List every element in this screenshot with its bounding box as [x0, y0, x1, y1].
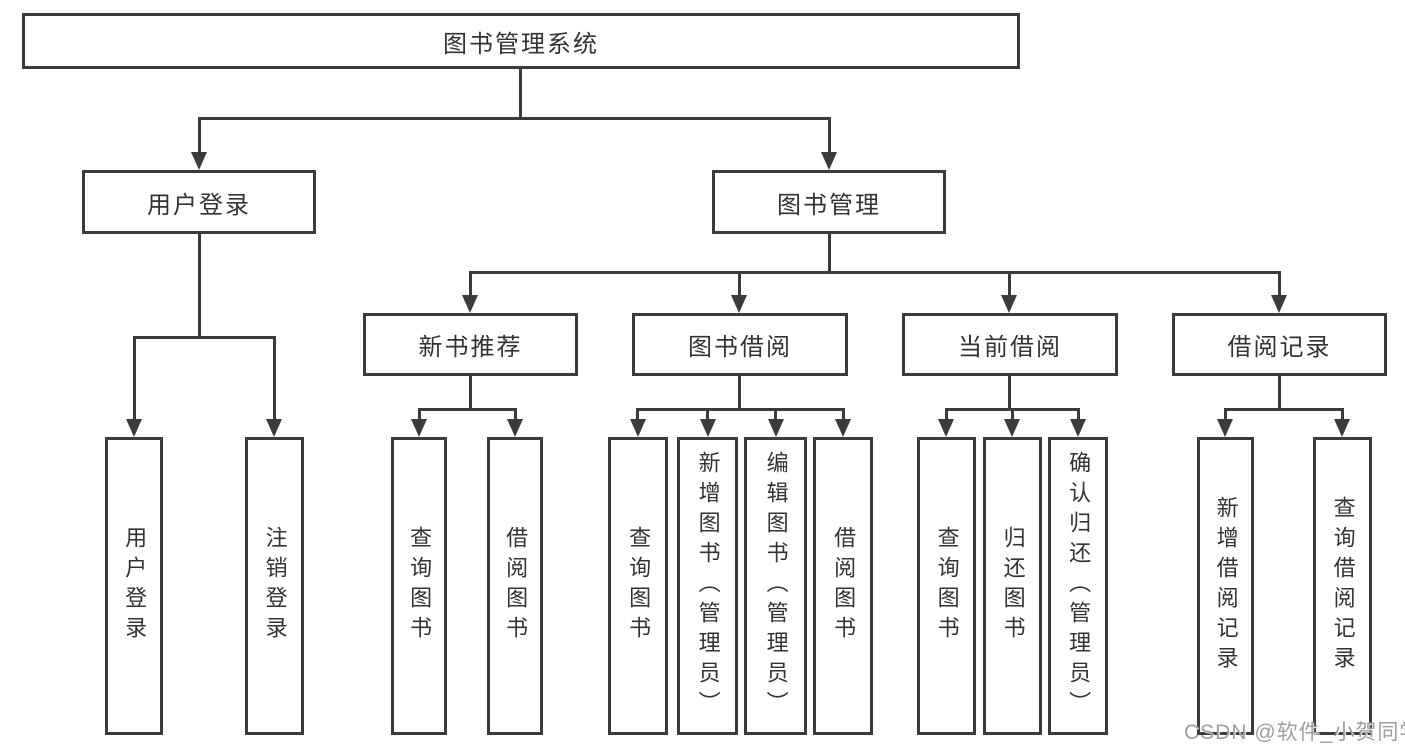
- connector-line: [738, 376, 741, 408]
- leaf-borrow-books-recommend: 借阅图书: [487, 437, 543, 735]
- arrow-down-icon: [835, 419, 851, 437]
- node-label: 归还图书: [1000, 526, 1026, 646]
- node-label: 用户登录: [147, 191, 251, 219]
- node-label: 查询借阅记录: [1330, 496, 1356, 676]
- connector-line: [842, 408, 845, 420]
- connector-line: [469, 271, 472, 296]
- arrow-down-icon: [266, 419, 282, 437]
- connector-line: [1278, 376, 1281, 408]
- node-book-management: 图书管理: [712, 170, 946, 234]
- node-label: 查询图书: [407, 526, 433, 646]
- watermark: CSDN @软件_小贺同学: [1184, 721, 1405, 744]
- connector-line: [706, 408, 709, 420]
- leaf-query-borrow-record: 查询借阅记录: [1313, 437, 1372, 735]
- node-label: 编辑图书（管理员）: [763, 451, 789, 721]
- node-label: 用户登录: [122, 526, 148, 646]
- connector-line: [945, 408, 948, 420]
- connector-line: [514, 408, 517, 420]
- arrow-down-icon: [821, 152, 837, 170]
- connector-line: [738, 271, 741, 296]
- connector-line: [198, 117, 201, 153]
- node-label: 新书推荐: [418, 334, 523, 361]
- node-label: 借阅记录: [1227, 334, 1332, 361]
- arrow-down-icon: [1001, 295, 1017, 313]
- leaf-logout: 注销登录: [245, 437, 304, 735]
- connector-line: [418, 408, 517, 411]
- connector-line: [1011, 408, 1014, 420]
- arrow-down-icon: [191, 152, 207, 170]
- arrow-down-icon: [1217, 419, 1233, 437]
- leaf-borrow-books: 借阅图书: [813, 437, 873, 735]
- node-label: 注销登录: [262, 526, 288, 646]
- connector-line: [828, 234, 831, 271]
- connector-line: [1278, 271, 1281, 296]
- connector-line: [198, 233, 201, 336]
- leaf-query-books-recommend: 查询图书: [391, 437, 447, 735]
- connector-line: [133, 336, 276, 339]
- node-label: 新增图书（管理员）: [695, 451, 721, 721]
- leaf-query-books-borrowing: 查询图书: [608, 437, 668, 735]
- arrow-down-icon: [1004, 419, 1020, 437]
- arrow-down-icon: [1070, 419, 1086, 437]
- node-label: 借阅图书: [831, 526, 857, 646]
- leaf-edit-book-admin: 编辑图书（管理员）: [744, 437, 807, 735]
- arrow-down-icon: [507, 419, 523, 437]
- connector-line: [133, 336, 136, 419]
- node-label: 图书管理系统: [443, 30, 599, 58]
- leaf-confirm-return-admin: 确认归还（管理员）: [1048, 437, 1108, 735]
- node-label: 当前借阅: [958, 334, 1062, 361]
- leaf-query-books-current: 查询图书: [917, 437, 976, 735]
- node-current-borrowing: 当前借阅: [902, 313, 1118, 376]
- arrow-down-icon: [462, 295, 478, 313]
- connector-line: [636, 408, 844, 411]
- arrow-down-icon: [938, 419, 954, 437]
- arrow-down-icon: [731, 295, 747, 313]
- node-label: 借阅图书: [503, 526, 529, 646]
- connector-line: [774, 408, 777, 420]
- connector-line: [273, 336, 276, 419]
- connector-line: [1224, 408, 1227, 420]
- node-borrowing-records: 借阅记录: [1172, 313, 1387, 376]
- node-label: 确认归还（管理员）: [1066, 451, 1092, 721]
- leaf-user-login: 用户登录: [105, 437, 163, 735]
- node-label: 查询图书: [626, 526, 652, 646]
- connector-line: [1341, 408, 1344, 420]
- arrow-down-icon: [411, 419, 427, 437]
- node-library-system: 图书管理系统: [22, 13, 1020, 69]
- connector-line: [1008, 271, 1011, 296]
- node-label: 图书管理: [777, 191, 881, 219]
- node-new-book-recommend: 新书推荐: [363, 313, 578, 376]
- leaf-add-book-admin: 新增图书（管理员）: [677, 437, 738, 735]
- node-user-login: 用户登录: [82, 170, 316, 234]
- connector-line: [1008, 376, 1011, 408]
- connector-line: [519, 69, 522, 117]
- connector-line: [828, 117, 831, 153]
- node-label: 图书借阅: [688, 334, 792, 361]
- arrow-down-icon: [126, 419, 142, 437]
- arrow-down-icon: [700, 419, 716, 437]
- leaf-add-borrow-record: 新增借阅记录: [1197, 437, 1254, 735]
- connector-line: [1077, 408, 1080, 420]
- connector-line: [469, 376, 472, 408]
- node-label: 查询图书: [934, 526, 960, 646]
- arrow-down-icon: [630, 419, 646, 437]
- arrow-down-icon: [768, 419, 784, 437]
- node-book-borrowing: 图书借阅: [632, 313, 848, 376]
- connector-line: [198, 117, 831, 120]
- arrow-down-icon: [1334, 419, 1350, 437]
- arrow-down-icon: [1271, 295, 1287, 313]
- connector-line: [636, 408, 639, 420]
- connector-line: [1224, 408, 1344, 411]
- connector-line: [469, 271, 1281, 274]
- leaf-return-book: 归还图书: [983, 437, 1042, 735]
- connector-line: [418, 408, 421, 420]
- node-label: 新增借阅记录: [1213, 496, 1239, 676]
